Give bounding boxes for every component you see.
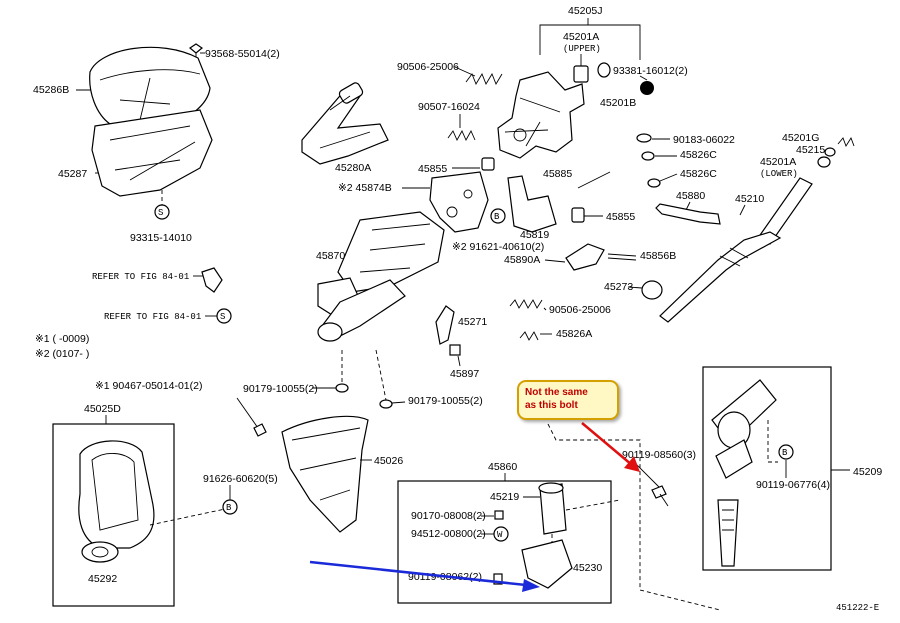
label-91626: 91626-60620(5) — [203, 473, 278, 485]
callout-line-1: Not the same — [525, 387, 588, 398]
label-91621: ※2 91621-40610(2) — [452, 241, 544, 253]
parts-45273: 45273 — [604, 280, 663, 300]
label-90119-06776: 90119-06776(4) — [756, 479, 830, 491]
label-45230: 45230 — [573, 562, 602, 574]
boot-45026: 45026 — [281, 415, 403, 533]
label-45287: 45287 — [58, 168, 87, 180]
label-45880: 45880 — [676, 190, 705, 202]
note-1: ※1 ( -0009) — [35, 333, 89, 345]
bushing-upper — [573, 65, 589, 83]
label-upper: (UPPER) — [563, 44, 601, 54]
label-94512: 94512-00800(2) — [411, 528, 486, 540]
annotation-callout: Not the same as this bolt — [517, 380, 619, 420]
label-93568: 93568-55014(2) — [205, 48, 280, 60]
spring-90506-lower: 90506-25006 45826A — [509, 299, 611, 341]
label-45885: 45885 — [543, 168, 572, 180]
label-90467: ※1 90467-05014-01(2) — [95, 380, 202, 392]
label-45273: 45273 — [604, 281, 633, 293]
symbol-B-2: B — [226, 503, 232, 513]
column-cover-lower-45287: 45287 S 93315-14010 — [58, 109, 213, 244]
symbol-S: S — [158, 208, 163, 218]
label-45201A-upper: 45201A — [563, 31, 599, 43]
box-45025D: 45025D 45292 91626-60620(5) B — [52, 403, 278, 607]
label-90506b: 90506-25006 — [549, 304, 611, 316]
label-90506a: 90506-25006 — [397, 61, 459, 73]
label-45271: 45271 — [458, 316, 487, 328]
diagram-code: 451222-E — [836, 603, 879, 613]
parts-45885-45819: 45885 45819 45855 — [507, 168, 635, 241]
spring-90507: 90507-16024 — [418, 101, 480, 142]
symbol-S-2: S — [220, 312, 225, 322]
label-93315: 93315-14010 — [130, 232, 192, 244]
column-45870: 45870 — [316, 211, 445, 342]
label-90170: 90170-08008(2) — [411, 510, 486, 522]
callout-line-2: as this bolt — [525, 400, 578, 411]
label-45292: 45292 — [88, 573, 117, 585]
bolts-mid: ※1 90467-05014-01(2) 90179-10055(2) 9017… — [95, 349, 483, 437]
label-45215: 45215 — [796, 144, 825, 156]
parts-45890A-45856B: 45890A 45856B — [504, 243, 676, 271]
label-45286B: 45286B — [33, 84, 69, 96]
column-cover-upper-45286B: 93568-55014(2) 45286B — [33, 43, 280, 129]
refer-notes: REFER TO FIG 84-01 REFER TO FIG 84-01 S … — [35, 267, 232, 360]
label-45026: 45026 — [374, 455, 403, 467]
note-2: ※2 (0107- ) — [35, 348, 89, 360]
box-45209: B 90119-06776(4) 45209 — [702, 366, 882, 571]
label-45201G: 45201G — [782, 132, 819, 144]
label-45870: 45870 — [316, 250, 345, 262]
label-45860: 45860 — [488, 461, 517, 473]
lever-45880: 45880 — [655, 190, 721, 225]
bracket-45874B: 45855 ※2 45874B B ※2 91621-40610(2) — [338, 157, 544, 253]
small-parts-right-upper: 90183-06022 45826C 45826C 45201G 45215 4… — [636, 132, 855, 188]
label-45826A: 45826A — [556, 328, 592, 340]
box-45860: 45860 45219 90170-08008(2) 94512-00800(2… — [397, 461, 621, 604]
symbol-W: W — [497, 530, 503, 540]
label-90179a: 90179-10055(2) — [243, 383, 318, 395]
upper-bracket-assembly — [497, 71, 585, 159]
label-93381: 93381-16012(2) — [613, 65, 688, 77]
part-group-45205J: 45205J 45201A (UPPER) 93381-16012(2) 452… — [539, 5, 688, 109]
label-45280A: 45280A — [335, 162, 371, 174]
label-45209: 45209 — [853, 466, 882, 478]
label-45890A: 45890A — [504, 254, 540, 266]
spring-90506-upper: 90506-25006 — [397, 61, 503, 86]
label-45897: 45897 — [450, 368, 479, 380]
bolt-90119-08560: 90119-08560(3) — [547, 423, 721, 611]
label-45855-2: 45855 — [606, 211, 635, 223]
label-45826C-1: 45826C — [680, 149, 717, 161]
label-45210: 45210 — [735, 193, 764, 205]
red-arrow — [581, 422, 640, 472]
label-lower: (LOWER) — [760, 169, 798, 179]
nut-93381 — [640, 81, 654, 95]
blue-arrow — [309, 560, 540, 592]
label-45819: 45819 — [520, 229, 549, 241]
symbol-B-1: B — [494, 212, 500, 222]
label-90507: 90507-16024 — [418, 101, 480, 113]
label-45201A-lower: 45201A — [760, 156, 796, 168]
label-45855-1: 45855 — [418, 163, 447, 175]
label-90119-08560: 90119-08560(3) — [622, 449, 696, 461]
washer-45201B — [597, 62, 611, 78]
bracket-45280A: 45280A — [301, 82, 389, 174]
label-45826C-2: 45826C — [680, 168, 717, 180]
label-90183: 90183-06022 — [673, 134, 735, 146]
label-45201B: 45201B — [600, 97, 636, 109]
refer-fig-1: REFER TO FIG 84-01 — [92, 272, 189, 282]
refer-fig-2: REFER TO FIG 84-01 — [104, 312, 201, 322]
label-45874B: ※2 45874B — [338, 182, 392, 194]
label-45856B: 45856B — [640, 250, 676, 262]
label-45219: 45219 — [490, 491, 519, 503]
label-45025D: 45025D — [84, 403, 121, 415]
parts-45271-45897: 45271 45897 — [435, 305, 487, 380]
label-90179b: 90179-10055(2) — [408, 395, 483, 407]
symbol-B-3: B — [782, 448, 788, 458]
label-45205J: 45205J — [568, 5, 602, 17]
shaft-45210: 45210 — [659, 177, 813, 323]
